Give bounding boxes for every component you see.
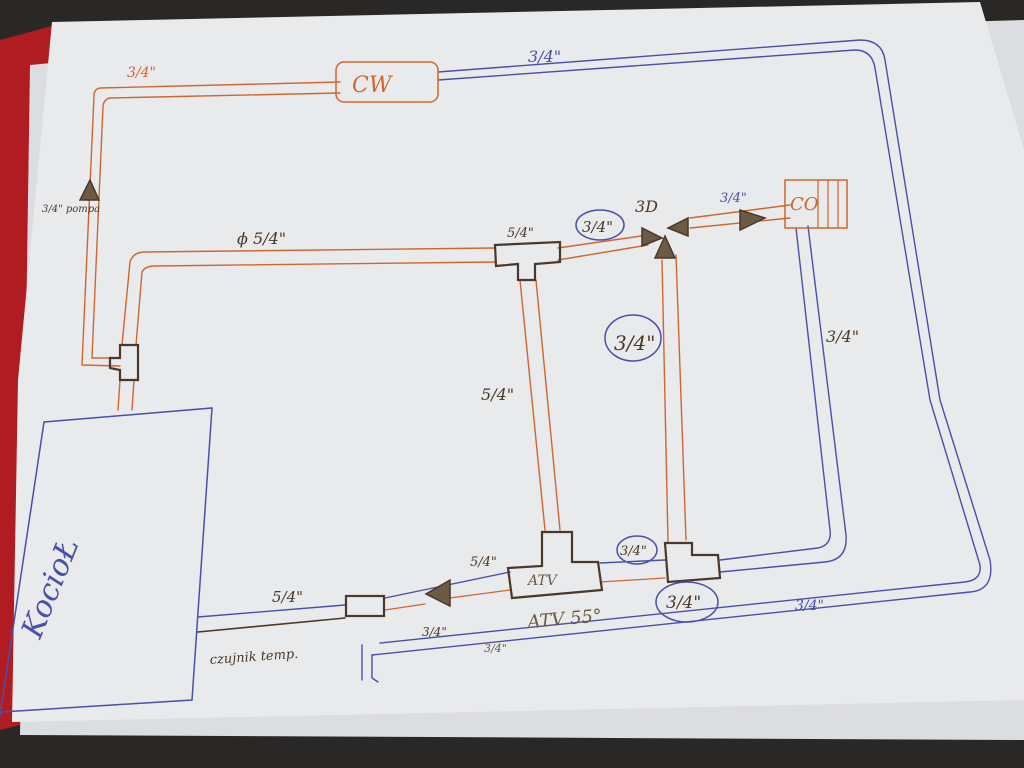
radiator-icon [784, 179, 848, 229]
hot-water-tank [335, 61, 439, 103]
temp-sensor-line [197, 617, 346, 633]
boiler-return-copper [384, 589, 511, 611]
size-label: 3/4" [528, 47, 561, 66]
size-circle [616, 535, 658, 565]
atv-riser-pipe [519, 279, 561, 531]
size-label: 3/4" [826, 327, 859, 346]
size-circle [604, 314, 662, 362]
size-circle [575, 209, 625, 241]
boiler [0, 407, 213, 716]
pump-label: 3/4" pompa [42, 204, 100, 215]
valve-label: 3D [635, 197, 658, 216]
temp-sensor-label: czujnik temp. [209, 647, 299, 668]
atv-return-pipe [599, 559, 666, 564]
size-label: 3/4" [620, 544, 647, 559]
tee-fitting-icon [108, 343, 140, 382]
size-label: 5/4" [481, 385, 514, 404]
radiator-return-pipe [719, 225, 847, 573]
valve-supply-pipe [557, 234, 649, 261]
hot-water-tank-label: CW [352, 73, 394, 98]
three-way-valve-icon [641, 216, 689, 259]
size-label: 3/4" [795, 598, 824, 614]
size-label: 5/4" [507, 226, 534, 241]
size-label: 3/4" [720, 191, 747, 206]
tee-fitting-icon [344, 594, 386, 618]
atv-valve [506, 530, 604, 600]
pump-icon [739, 208, 768, 232]
size-circle [655, 581, 719, 623]
size-label: 5/4" [272, 588, 303, 606]
pump-icon [424, 578, 451, 608]
cw-supply-pipe [81, 81, 341, 367]
paper-sheet [12, 2, 1024, 722]
size-label: 3/4" [666, 593, 701, 613]
size-label: 5/4" [470, 555, 497, 570]
size-label: 3/4" [582, 218, 613, 236]
size-label: 3/4" [614, 331, 655, 355]
size-label: 3/4" [484, 642, 507, 655]
size-label: ϕ 5/4" [237, 229, 286, 248]
bypass-pipe [661, 254, 687, 543]
outer-return-pipe [361, 39, 992, 683]
tee-fitting-icon [493, 240, 562, 282]
atv-return-copper [599, 577, 666, 583]
size-label: 3/4" [422, 625, 447, 639]
atv-body-label: ATV [526, 573, 559, 589]
main-supply-pipe [117, 247, 496, 411]
radiator-label: CO [790, 194, 819, 215]
tee-fitting-icon [663, 541, 722, 584]
pump-icon [78, 178, 101, 201]
size-label: 3/4" [127, 65, 156, 81]
